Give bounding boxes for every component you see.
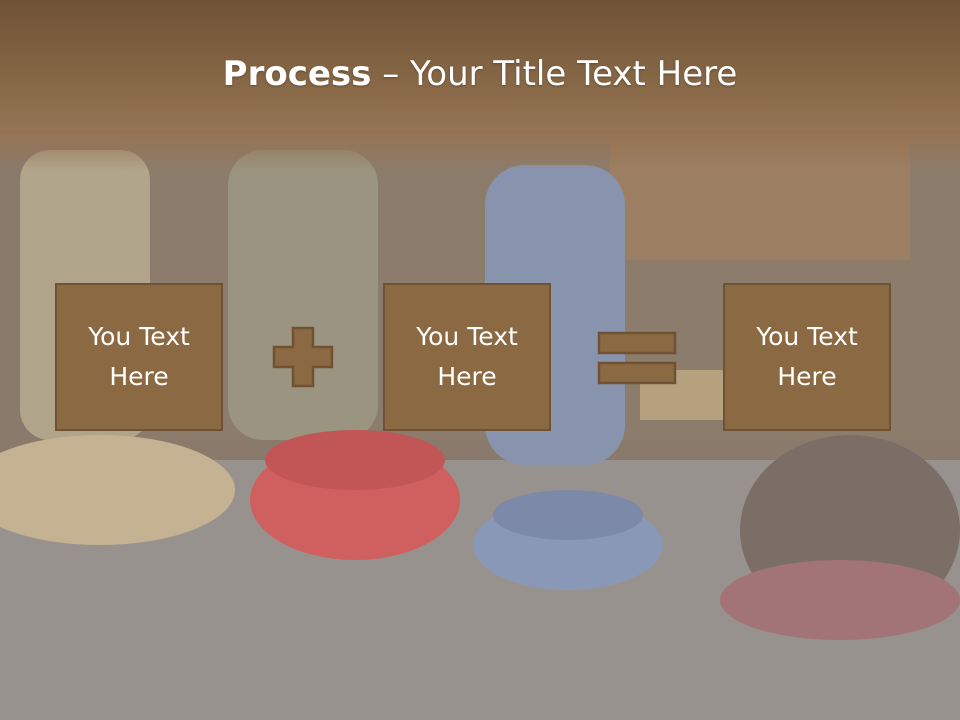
title-separator: – xyxy=(371,54,411,94)
text-box-2-line2: Here xyxy=(437,362,497,391)
text-box-2-line1: You Text xyxy=(416,322,518,351)
text-box-3-line2: Here xyxy=(777,362,837,391)
text-box-3-line1: You Text xyxy=(756,322,858,351)
text-box-1-line1: You Text xyxy=(88,322,190,351)
plus-icon xyxy=(272,326,334,388)
title-bold: Process xyxy=(222,54,372,94)
text-box-1-line2: Here xyxy=(109,362,169,391)
slide-title: Process – Your Title Text Here xyxy=(0,52,960,96)
header-band xyxy=(0,0,960,170)
title-rest: Your Title Text Here xyxy=(410,54,738,94)
equals-icon xyxy=(597,331,677,385)
